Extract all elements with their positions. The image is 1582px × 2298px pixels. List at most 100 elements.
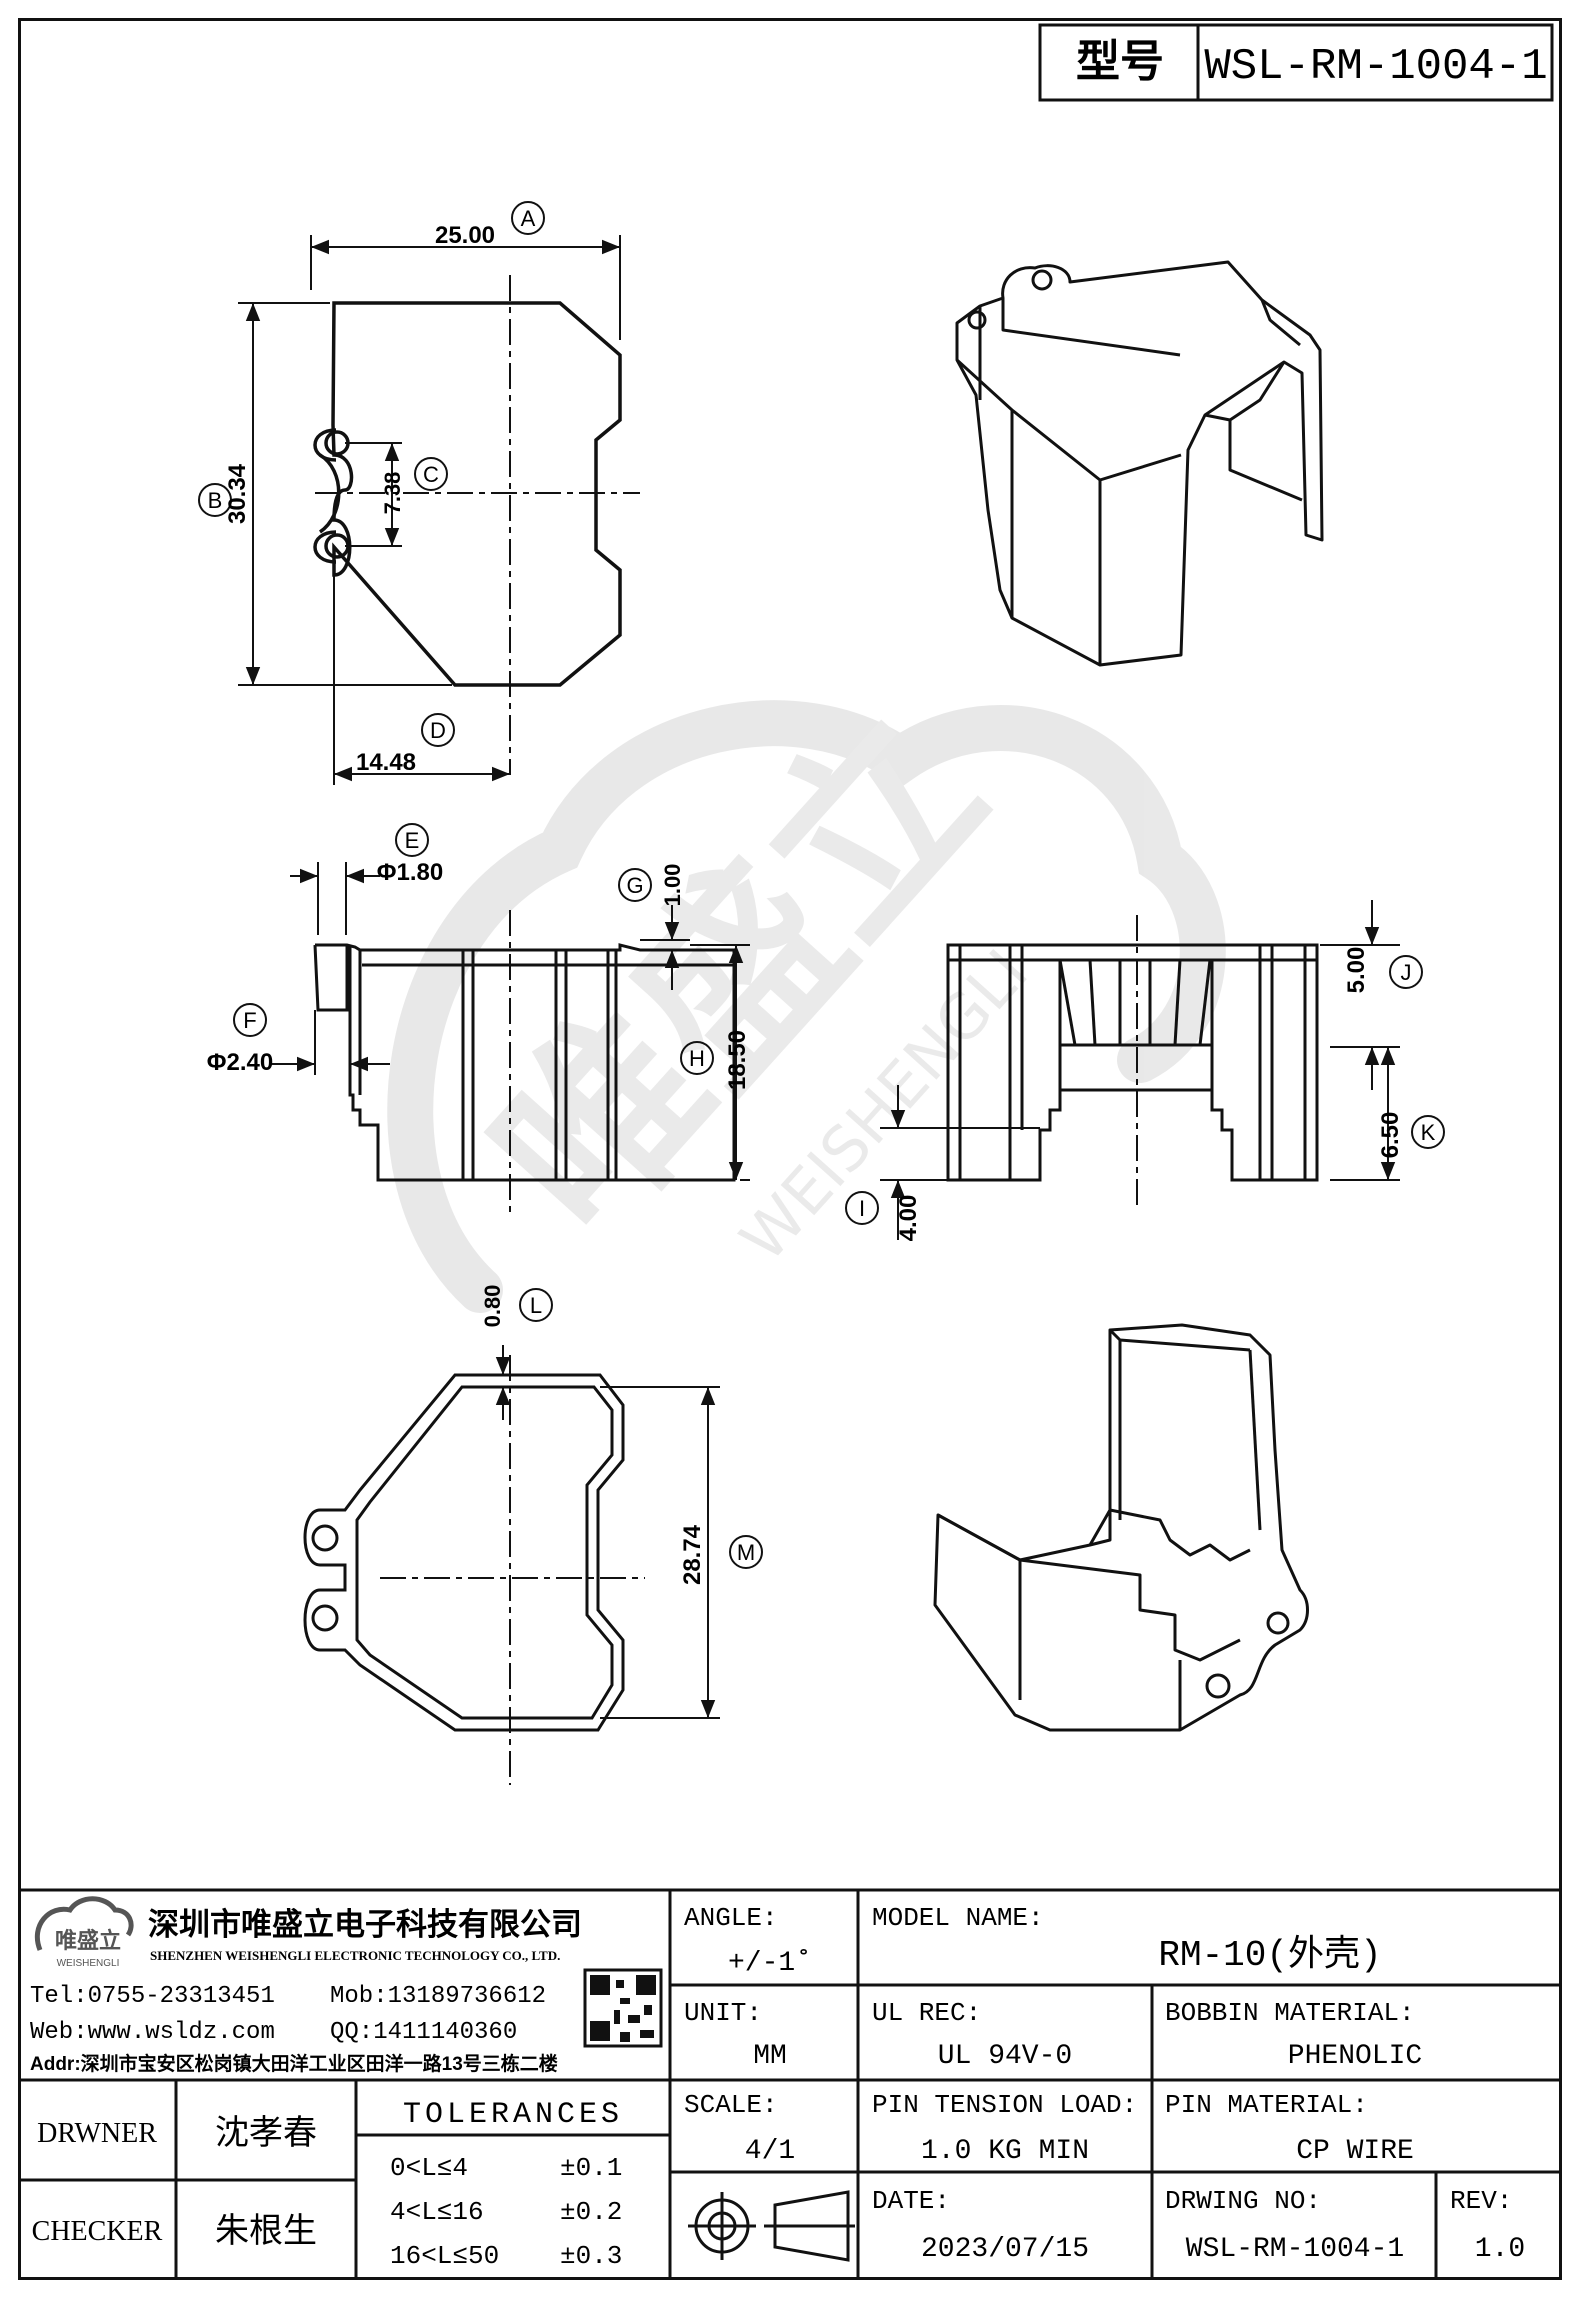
dim-H — [680, 944, 750, 1181]
dim-I-value: 4.00 — [895, 1195, 922, 1242]
drwing-value: WSL-RM-1004-1 — [1186, 2234, 1404, 2265]
tolerance-value: ±0.2 — [560, 2197, 622, 2227]
company-addr: Addr:深圳市宝安区松岗镇大田洋工业区田洋一路13号三栋二楼 — [30, 2052, 558, 2075]
dim-I-id: I — [859, 1196, 865, 1221]
dim-M-id: M — [737, 1540, 755, 1565]
company-logo: 唯盛立 WEISHENGLI — [34, 1896, 134, 1969]
dim-C-id: C — [423, 462, 439, 487]
dim-A-id: A — [521, 206, 536, 231]
drawer-name: 沈孝春 — [215, 2114, 317, 2152]
company-tel: Tel:0755-23313451 — [30, 1983, 275, 2010]
iso-view-upper — [955, 260, 1324, 667]
company-mob: Mob:13189736612 — [330, 1983, 546, 2010]
tolerance-range: 4<L≤16 — [390, 2197, 484, 2227]
tolerance-range: 16<L≤50 — [390, 2241, 499, 2271]
company-qq: QQ:1411140360 — [330, 2019, 517, 2046]
top-view-centerlines — [315, 275, 640, 775]
dim-A-value: 25.00 — [435, 222, 495, 249]
checker-name: 朱根生 — [215, 2212, 317, 2250]
dim-K — [1330, 1047, 1445, 1181]
date-label: DATE: — [872, 2186, 950, 2216]
dim-J — [1320, 900, 1423, 1090]
unit-value: MM — [753, 2041, 787, 2072]
header-type-label: 型号 — [1076, 37, 1164, 86]
watermark: 唯盛立 WEISHENGLI — [387, 673, 1226, 1313]
header-type-value: WSL-RM-1004-1 — [1204, 42, 1547, 92]
bottom-view-inner — [355, 1385, 614, 1720]
dim-F — [233, 1003, 390, 1075]
tolerance-range: 0<L≤4 — [390, 2153, 468, 2183]
company-name-cn: 深圳市唯盛立电子科技有限公司 — [148, 1907, 582, 1942]
dim-G — [618, 868, 690, 990]
date-value: 2023/07/15 — [921, 2234, 1089, 2265]
top-view-hole-lower — [324, 533, 350, 559]
dim-M — [600, 1386, 763, 1719]
ul-value: UL 94V-0 — [938, 2041, 1072, 2072]
dim-B-value: 30.34 — [224, 463, 251, 524]
checker-label: CHECKER — [32, 2216, 163, 2247]
pin-value: CP WIRE — [1296, 2136, 1414, 2167]
bottom-view-centerlines — [380, 1355, 645, 1785]
angle-label: ANGLE: — [684, 1903, 778, 1933]
ul-label: UL REC: — [872, 1998, 981, 2028]
dim-H-id: H — [689, 1046, 705, 1071]
front-view-outline — [315, 943, 736, 1182]
company-web: Web:www.wsldz.com — [30, 2019, 275, 2046]
tension-label: PIN TENSION LOAD: — [872, 2090, 1137, 2120]
model-value: RM-10(外壳) — [1158, 1933, 1381, 1976]
model-label: MODEL NAME: — [872, 1903, 1044, 1933]
tolerance-value: ±0.1 — [560, 2153, 622, 2183]
scale-value: 4/1 — [745, 2136, 795, 2167]
scale-label: SCALE: — [684, 2090, 778, 2120]
dim-J-id: J — [1401, 960, 1412, 985]
dim-D — [333, 560, 510, 785]
iso-view-lower — [933, 1323, 1309, 1732]
dim-L — [495, 1288, 553, 1420]
dim-E — [290, 823, 429, 935]
bobbin-label: BOBBIN MATERIAL: — [1165, 1998, 1415, 2028]
side-view — [946, 943, 1319, 1182]
dim-G-value: 1.00 — [660, 864, 685, 907]
pin-label: PIN MATERIAL: — [1165, 2090, 1368, 2120]
title-block — [18, 1888, 1562, 2280]
dim-C-value: 7.38 — [380, 472, 405, 515]
bottom-view — [303, 1373, 625, 1732]
dim-K-value: 6.50 — [1377, 1112, 1404, 1159]
dim-H-value: 18.50 — [724, 1030, 751, 1090]
tolerance-rows: 0<L≤4 ±0.1 4<L≤16 ±0.2 16<L≤50 ±0.3 — [390, 2153, 622, 2271]
dim-J-value: 5.00 — [1343, 947, 1370, 994]
bobbin-value: PHENOLIC — [1288, 2041, 1422, 2072]
tolerances-title: TOLERANCES — [403, 2098, 623, 2132]
dim-E-value: Φ1.80 — [377, 859, 443, 886]
company-logo-text: 唯盛立 — [55, 1928, 121, 1953]
dim-A — [310, 201, 621, 340]
rev-label: REV: — [1450, 2186, 1512, 2216]
dim-C — [345, 442, 448, 547]
drwing-label: DRWING NO: — [1165, 2186, 1321, 2216]
dim-B — [198, 302, 452, 686]
tension-value: 1.0 KG MIN — [921, 2136, 1089, 2167]
angle-value: +/-1˚ — [728, 1948, 812, 1979]
dim-L-value: 0.80 — [480, 1285, 505, 1328]
watermark-brand: 唯盛立 — [452, 673, 1027, 1275]
dim-E-id: E — [405, 828, 420, 853]
drawer-label: DRWNER — [37, 2118, 157, 2149]
drawing-sheet-border — [18, 18, 1562, 2280]
bottom-view-outer — [303, 1373, 625, 1732]
dim-D-id: D — [430, 718, 446, 743]
dim-K-id: K — [1421, 1120, 1436, 1145]
rev-value: 1.0 — [1475, 2234, 1525, 2265]
projection-symbol — [688, 2190, 855, 2262]
tolerance-value: ±0.3 — [560, 2241, 622, 2271]
company-logo-sub: WEISHENGLI — [57, 1958, 120, 1969]
unit-label: UNIT: — [684, 1998, 762, 2028]
dim-I — [845, 1085, 1040, 1240]
qr-code — [583, 1968, 663, 2048]
company-name-en: SHENZHEN WEISHENGLI ELECTRONIC TECHNOLOG… — [150, 1948, 560, 1963]
dim-M-value: 28.74 — [679, 1524, 706, 1585]
dim-D-value: 14.48 — [356, 749, 416, 776]
dim-G-id: G — [626, 873, 643, 898]
top-view-hole-upper — [324, 430, 350, 456]
dim-L-id: L — [530, 1293, 542, 1318]
